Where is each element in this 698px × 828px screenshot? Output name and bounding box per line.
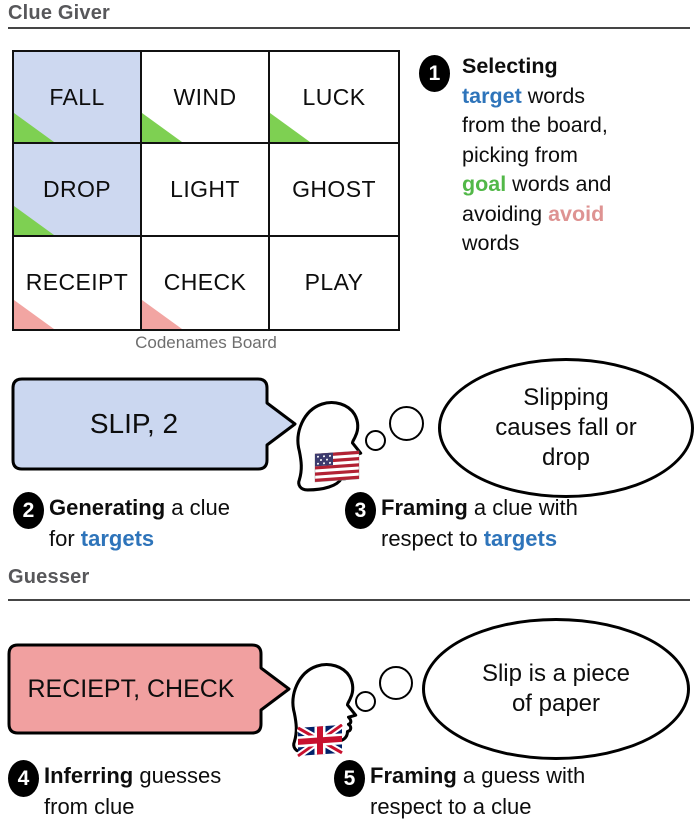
us-flag-icon bbox=[314, 450, 360, 483]
board-word: WIND bbox=[173, 83, 237, 110]
step-3-badge: 3 bbox=[345, 492, 376, 529]
annotation-text-segment: words bbox=[462, 231, 520, 255]
board-word: CHECK bbox=[163, 269, 247, 296]
guesser-thought-bubble: Slip is a piece of paper bbox=[422, 618, 690, 760]
avoid-marker-triangle bbox=[142, 300, 182, 329]
thought-dot-large bbox=[379, 666, 413, 700]
annotation-text-segment: Framing bbox=[370, 763, 457, 788]
step-2-text: Generating a clue for targets bbox=[49, 492, 309, 554]
clue-bubble-text: SLIP, 2 bbox=[89, 408, 179, 439]
board-word: DROP bbox=[42, 175, 112, 202]
annotation-text-segment: from clue bbox=[44, 794, 135, 819]
annotation-text-segment: goal bbox=[462, 172, 507, 196]
annotation-text-segment: a clue bbox=[165, 495, 230, 520]
thought-text: Slipping causes fall or drop bbox=[495, 384, 637, 471]
annotation-text-segment: Selecting bbox=[462, 54, 558, 78]
uk-flag-icon bbox=[297, 724, 343, 758]
annotation-text-segment: Generating bbox=[49, 495, 166, 520]
thought-dot-small bbox=[365, 430, 386, 451]
board-word: LIGHT bbox=[170, 175, 240, 202]
annotation-text-segment: targets bbox=[483, 526, 558, 551]
guesser-section-title: Guesser bbox=[8, 566, 90, 588]
goal-marker-triangle bbox=[142, 113, 182, 143]
board-cell-check: CHECK bbox=[142, 236, 270, 329]
annotation-text-segment: targets bbox=[80, 526, 155, 551]
board-word: FALL bbox=[49, 83, 105, 110]
board-cell-receipt: RECEIPT bbox=[14, 236, 142, 329]
clue-giver-section-divider bbox=[8, 27, 690, 29]
annotation-text-segment: avoiding bbox=[462, 201, 549, 226]
board-cell-drop: DROP bbox=[14, 144, 142, 237]
step-5-badge: 5 bbox=[334, 760, 365, 797]
step-3-text: Framing a clue with respect to targets bbox=[381, 492, 671, 554]
board-word: PLAY bbox=[304, 269, 364, 296]
annotation-text-segment: avoid bbox=[548, 201, 605, 226]
clue-giver-section-title: Clue Giver bbox=[8, 2, 111, 24]
board-word: LUCK bbox=[302, 83, 366, 110]
step-4-badge: 4 bbox=[8, 760, 39, 797]
thought-text: Slip is a piece of paper bbox=[481, 660, 631, 717]
thought-dot-small bbox=[355, 691, 376, 712]
board-cell-play: PLAY bbox=[270, 236, 398, 329]
step-2-badge: 2 bbox=[13, 492, 44, 529]
goal-marker-triangle bbox=[270, 113, 310, 143]
step-1-text: Selecting target words from the board, pick… bbox=[462, 52, 698, 259]
board-word: RECEIPT bbox=[25, 269, 129, 296]
avoid-marker-triangle bbox=[14, 300, 54, 329]
guesser-section-divider bbox=[8, 599, 690, 601]
goal-marker-triangle bbox=[14, 113, 54, 143]
goal-marker-triangle bbox=[14, 205, 54, 235]
annotation-text-segment: from the board, bbox=[462, 113, 608, 137]
guess-arrow-bubble bbox=[7, 643, 291, 735]
annotation-text-segment: Framing bbox=[381, 495, 468, 520]
codenames-board: FALL WIND LUCK DROP LIGHT GHOST RECEIPT CHECK PL… bbox=[12, 50, 400, 331]
board-cell-fall: FALL bbox=[14, 52, 142, 145]
board-cell-light: LIGHT bbox=[142, 144, 270, 237]
annotation-text-segment: a guess with bbox=[456, 763, 586, 788]
annotation-text-segment: words bbox=[521, 83, 586, 108]
step-4-text: Inferring guesses from clue bbox=[44, 760, 304, 822]
annotation-text-segment: a clue with bbox=[467, 495, 578, 520]
guess-bubble-text: RECIEPT, CHECK bbox=[27, 674, 235, 703]
clue-arrow-bubble bbox=[11, 377, 297, 471]
clue-giver-thought-bubble: Slipping causes fall or drop bbox=[438, 358, 694, 498]
board-cell-wind: WIND bbox=[142, 52, 270, 145]
step-1-badge: 1 bbox=[419, 55, 450, 92]
annotation-text-segment: guesses bbox=[133, 763, 222, 788]
board-cell-ghost: GHOST bbox=[270, 144, 398, 237]
step-5-text: Framing a guess with respect to a clue bbox=[370, 760, 670, 822]
board-word: GHOST bbox=[292, 175, 376, 202]
annotation-text-segment: for bbox=[49, 526, 81, 551]
annotation-text-segment: target bbox=[462, 83, 522, 108]
annotation-text-segment: respect to bbox=[381, 526, 484, 551]
annotation-text-segment: words and bbox=[506, 172, 612, 196]
annotation-text-segment: picking from bbox=[462, 142, 578, 167]
annotation-text-segment: respect to a clue bbox=[370, 794, 532, 819]
board-caption: Codenames Board bbox=[135, 333, 277, 352]
thought-dot-large bbox=[389, 406, 424, 441]
board-cell-luck: LUCK bbox=[270, 52, 398, 145]
annotation-text-segment: Inferring bbox=[44, 763, 134, 788]
